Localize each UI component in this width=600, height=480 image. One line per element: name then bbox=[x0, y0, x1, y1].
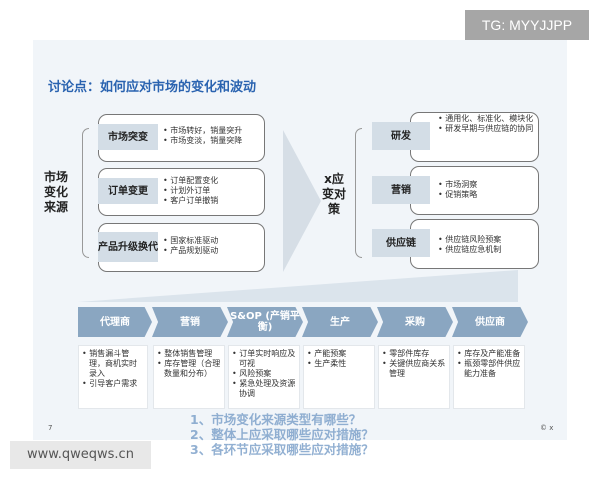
details-marketing: 整体销售管理库存管理（合理数量和分布） bbox=[153, 345, 225, 409]
chain-procurement: 采购 bbox=[377, 307, 453, 337]
label-line: 变化 bbox=[44, 185, 69, 199]
label-line: x应 bbox=[324, 172, 344, 186]
chain-marketing: 营销 bbox=[152, 307, 228, 337]
tab-rnd: 研发 bbox=[372, 122, 430, 150]
overlay-questions: 1、市场变化来源类型有哪些？ 2、整体上应采取哪些应对措施？ 3、各环节应采取哪… bbox=[190, 412, 374, 457]
left-brace bbox=[82, 128, 89, 258]
bullets: 市场转好，销量突升市场变淡，销量突降 bbox=[163, 126, 242, 146]
tab-product-upgrade: 产品升级换代 bbox=[98, 232, 158, 262]
details-procurement: 零部件库存关键供应商关系管理 bbox=[378, 345, 450, 409]
chain-sop: S&OP (产销平衡) bbox=[227, 307, 303, 337]
left-group-label: 市场 变化 来源 bbox=[44, 170, 68, 215]
bullets: 国家标准驱动产品规划驱动 bbox=[163, 236, 218, 256]
page-number: 7 bbox=[48, 424, 53, 432]
question: 3、各环节应采取哪些应对措施？ bbox=[190, 442, 374, 457]
tg-watermark: TG: MYYJJPP bbox=[465, 10, 589, 40]
label-line: 策 bbox=[328, 202, 341, 216]
bullets: 订单配置变化计划外订单客户订单撤销 bbox=[163, 176, 218, 206]
question: 1、市场变化来源类型有哪些？ bbox=[190, 412, 362, 427]
chain-supplier: 供应商 bbox=[452, 307, 528, 337]
slide-title: 讨论点：如何应对市场的变化和波动 bbox=[48, 80, 257, 95]
chain-agent: 代理商 bbox=[78, 307, 152, 337]
copyright: © x bbox=[540, 424, 554, 432]
bullets: 市场洞察促销策略 bbox=[438, 180, 477, 200]
tab-supply-chain: 供应链 bbox=[372, 229, 430, 257]
label-line: 市场 bbox=[44, 170, 69, 184]
tab-order-change: 订单变更 bbox=[98, 178, 158, 204]
right-brace bbox=[355, 128, 362, 258]
tab-market-change: 市场突变 bbox=[98, 124, 158, 150]
details-production: 产能预案生产柔性 bbox=[303, 345, 375, 409]
question: 2、整体上应采取哪些应对措施？ bbox=[190, 427, 374, 442]
footer-watermark: www.qweqws.cn bbox=[10, 441, 151, 469]
details-sop: 订单实时响应及可视风险预案紧急处理及资源协调 bbox=[228, 345, 300, 409]
label-line: 来源 bbox=[44, 200, 69, 214]
bullets: 通用化、标准化、模块化研发早期与供应链的协同 bbox=[438, 114, 534, 134]
details-agent: 销售漏斗管理，商机实时录入引导客户需求 bbox=[78, 345, 148, 409]
right-group-label: x应 变对 策 bbox=[322, 172, 346, 217]
label-line: 变对 bbox=[322, 187, 347, 201]
tab-marketing: 营销 bbox=[372, 176, 430, 204]
chain-production: 生产 bbox=[302, 307, 378, 337]
details-supplier: 库存及产能准备瓶颈零部件供应能力准备 bbox=[453, 345, 525, 409]
bullets: 供应链风险预案供应链应急机制 bbox=[438, 235, 501, 255]
